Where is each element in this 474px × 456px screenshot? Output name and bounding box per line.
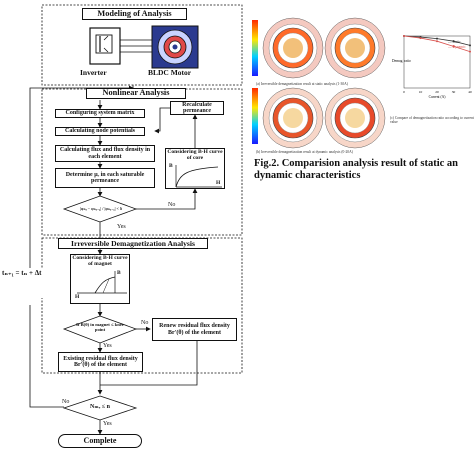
static-demag-maps — [262, 17, 386, 79]
core-bh-title: Considering B-H curve of core — [167, 149, 223, 161]
subcaption-c: (c) Compare of demagnetization ratio acc… — [390, 116, 474, 125]
convergence-diamond — [62, 195, 138, 223]
step-determine-mu: Determine μᵣ in each saturable permeance — [55, 168, 155, 188]
knee-decision-diamond — [62, 315, 138, 344]
legend-entry: — Static — [447, 40, 461, 44]
convergence-yes-label: Yes — [117, 224, 126, 230]
x-tick-label: 40 — [468, 90, 472, 94]
dynamic-demag-maps — [262, 87, 386, 149]
flowchart-connectors — [29, 4, 243, 435]
magnet-bh-b-axis: B — [117, 270, 121, 276]
final-decision-text: Nₘₑ ≤ n — [90, 404, 110, 410]
x-tick-label: 30 — [452, 90, 456, 94]
flowchart: Modeling of Analysis Inverter BLDC Motor… — [2, 4, 243, 448]
x-axis-label: Current (A) — [429, 95, 447, 99]
data-point — [469, 44, 471, 47]
recalculate-permeance: Recalculate permeance — [170, 101, 224, 115]
data-point — [436, 40, 438, 43]
magnet-bh-curve — [77, 271, 127, 294]
data-point — [469, 50, 471, 53]
colorbar-a — [252, 20, 258, 76]
x-tick-label: 10 — [419, 90, 423, 94]
step-flux-density: Calculating flux and flux density in eac… — [55, 145, 155, 162]
knee-decision-text: If B(θ) in magnet ≤ knee point — [76, 322, 124, 332]
time-update-label: tₙ₊₁ = tₙ + Δt — [2, 268, 58, 298]
final-decision-diamond — [62, 395, 138, 421]
core-bh-b-axis: B — [169, 163, 173, 169]
colorbar-b — [252, 88, 258, 144]
inverter-label: Inverter — [80, 68, 107, 77]
data-point — [419, 37, 422, 40]
irreversible-title: Irreversible Demagnetization Analysis — [58, 238, 208, 249]
figure-caption: Fig.2. Comparision analysis result of st… — [254, 158, 458, 182]
y-axis-label: Demag. ratio — [392, 59, 411, 63]
magnet-bh-h-axis: H — [75, 294, 80, 300]
step-node-potentials: Calculating node potentials — [55, 127, 145, 136]
magnet-bh-box: Considering B-H curve of magnet B H — [70, 254, 130, 304]
renew-residual-flux: Renew residual flux density Br'(θ) of th… — [152, 318, 237, 341]
subcaption-b: (b) Irreversible demagnetization result … — [256, 150, 353, 154]
inverter-motor-schematic — [89, 25, 199, 69]
motor-label: BLDC Motor — [148, 68, 192, 77]
convergence-no-label: No — [168, 202, 176, 208]
step-configure-matrix: Configuring system matrix — [55, 109, 145, 118]
x-tick-label: 20 — [435, 90, 439, 94]
legend-entry: — Dynamic — [447, 45, 466, 49]
core-bh-h-axis: H — [216, 180, 221, 186]
data-point — [452, 45, 455, 48]
convergence-text: |φₙₓ − φₙₓ₋₁| / |φₙₓ₋₁| < δ — [79, 206, 122, 211]
core-bh-curve — [175, 165, 222, 188]
subcaption-a: (a) Irreversible demagnetization result … — [256, 82, 348, 86]
nonlinear-title: Nonlinear Analysis — [86, 88, 186, 99]
complete-terminal: Complete — [58, 434, 142, 448]
data-point — [436, 37, 438, 40]
knee-yes-label: Yes — [103, 343, 112, 349]
existing-residual-flux: Existing residual flux density Br'(θ) of… — [58, 352, 143, 372]
x-tick-label: 0 — [403, 90, 405, 94]
core-bh-box: Considering B-H curve of core B H — [165, 148, 225, 189]
final-yes-label: Yes — [103, 421, 112, 427]
magnet-bh-title: Considering B-H curve of magnet — [72, 255, 128, 267]
data-point — [452, 40, 455, 43]
knee-no-label: No — [141, 320, 149, 326]
figure-panel: (a) Irreversible demagnetization result … — [250, 0, 474, 456]
modeling-title: Modeling of Analysis — [82, 8, 187, 20]
final-no-label: No — [62, 399, 70, 405]
data-point — [403, 35, 405, 37]
